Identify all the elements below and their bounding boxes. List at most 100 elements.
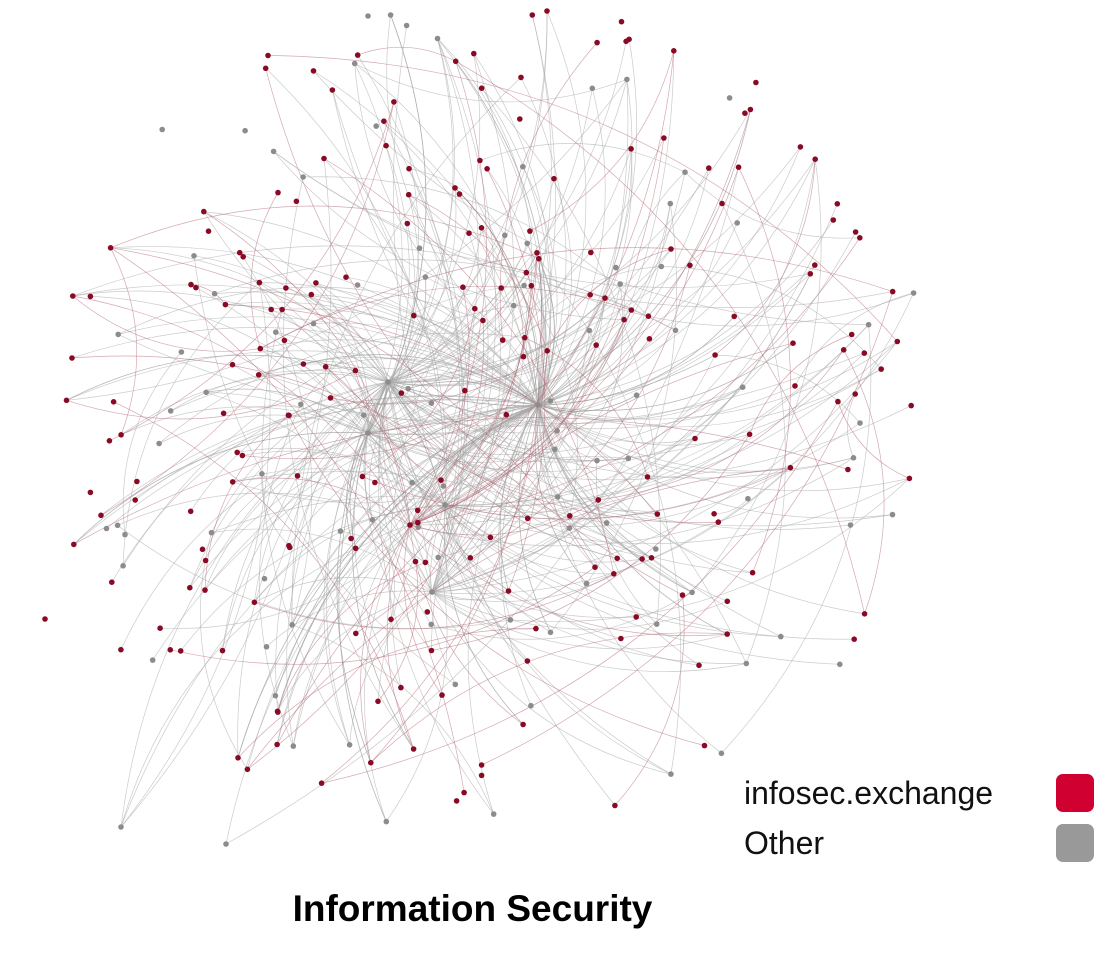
graph-node-other xyxy=(668,771,674,777)
graph-edge xyxy=(387,381,753,574)
legend-label-infosec: infosec.exchange xyxy=(744,774,994,811)
graph-node-infosec xyxy=(646,336,653,342)
graph-edge xyxy=(843,349,885,614)
graph-node-infosec xyxy=(523,269,530,276)
graph-node-other xyxy=(633,392,640,399)
graph-node-other xyxy=(429,589,435,595)
graph-node-infosec xyxy=(628,307,635,313)
graph-edge xyxy=(273,151,625,321)
graph-node-infosec xyxy=(42,616,48,622)
graph-edge xyxy=(409,287,470,526)
graph-node-infosec xyxy=(310,68,317,74)
graph-edge xyxy=(277,591,433,712)
graph-edge xyxy=(409,109,751,526)
graph-edge xyxy=(470,265,691,559)
graph-edge xyxy=(118,334,865,427)
graph-edge xyxy=(846,393,856,458)
graph-edge xyxy=(444,478,910,545)
graph-node-infosec xyxy=(661,135,667,141)
graph-node-infosec xyxy=(614,555,620,562)
graph-node-infosec xyxy=(391,99,397,105)
graph-node-infosec xyxy=(812,156,818,162)
graph-edge xyxy=(170,367,539,412)
graph-node-infosec xyxy=(202,557,209,564)
graph-edge xyxy=(537,146,801,406)
graph-node-other xyxy=(415,524,422,531)
graph-edge xyxy=(431,14,556,593)
graph-edge xyxy=(537,404,598,461)
graph-node-infosec xyxy=(633,614,639,620)
graph-node-infosec xyxy=(551,175,557,182)
graph-edge xyxy=(113,401,414,750)
graph-node-infosec xyxy=(861,350,868,356)
graph-edge xyxy=(684,171,860,239)
graph-edge xyxy=(444,344,597,506)
graph-node-other xyxy=(434,35,441,42)
graph-node-infosec xyxy=(107,245,114,251)
graph-edge xyxy=(223,405,369,434)
graph-edge xyxy=(332,89,693,593)
graph-edge xyxy=(537,39,637,406)
graph-node-infosec xyxy=(701,742,708,749)
graph-node-other xyxy=(586,327,593,334)
graph-node-infosec xyxy=(503,411,510,418)
graph-node-other xyxy=(300,174,306,180)
graph-node-infosec xyxy=(235,755,241,761)
graph-edge xyxy=(387,319,625,387)
graph-node-other xyxy=(718,750,725,757)
graph-edge xyxy=(524,266,662,338)
graph-edge xyxy=(90,296,369,434)
graph-node-infosec xyxy=(199,546,206,553)
graph-node-infosec xyxy=(529,12,536,18)
graph-node-infosec xyxy=(478,772,485,779)
graph-edge xyxy=(232,477,411,526)
graph-node-infosec xyxy=(499,337,506,343)
graph-edge xyxy=(355,456,629,549)
graph-node-other xyxy=(442,502,448,508)
graph-node-other xyxy=(369,517,376,523)
graph-node-infosec xyxy=(527,228,533,234)
graph-edge xyxy=(537,368,882,428)
graph-node-other xyxy=(739,384,746,391)
graph-edge xyxy=(160,527,419,629)
graph-node-other xyxy=(743,660,750,667)
graph-node-other xyxy=(290,743,297,749)
graph-node-infosec xyxy=(544,348,550,354)
graph-node-infosec xyxy=(544,8,550,14)
graph-edge xyxy=(537,394,637,412)
graph-edge xyxy=(715,354,861,424)
graph-node-other xyxy=(617,281,623,287)
graph-node-infosec xyxy=(520,353,527,360)
graph-edge xyxy=(313,70,539,406)
graph-node-infosec xyxy=(70,293,76,299)
graph-node-infosec xyxy=(110,399,117,405)
graph-node-infosec xyxy=(265,52,271,59)
graph-edge xyxy=(237,447,446,506)
graph-node-infosec xyxy=(412,558,419,565)
graph-edge xyxy=(354,63,539,406)
graph-node-infosec xyxy=(381,118,387,124)
graph-node-infosec xyxy=(719,200,725,207)
graph-edge xyxy=(247,252,538,770)
graph-edge xyxy=(292,404,539,747)
graph-node-infosec xyxy=(256,279,263,286)
graph-node-infosec xyxy=(368,759,374,766)
graph-edge xyxy=(386,14,476,309)
graph-edge xyxy=(204,432,369,591)
graph-edge xyxy=(72,295,261,352)
graph-node-other xyxy=(191,253,197,259)
graph-edge xyxy=(330,350,548,405)
graph-edge xyxy=(431,590,509,601)
graph-node-other xyxy=(387,12,394,18)
graph-node-other xyxy=(416,245,423,251)
graph-node-infosec xyxy=(132,497,138,503)
graph-edge xyxy=(362,308,476,477)
graph-node-infosec xyxy=(257,345,264,352)
graph-edge xyxy=(110,247,138,435)
graph-node-infosec xyxy=(534,250,540,256)
graph-node-other xyxy=(298,401,304,408)
graph-node-infosec xyxy=(422,559,429,566)
graph-edge xyxy=(323,158,447,506)
graph-edge xyxy=(323,158,615,574)
graph-edge xyxy=(242,344,597,460)
